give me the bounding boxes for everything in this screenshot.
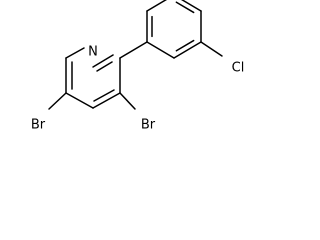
bond-c3-c4 xyxy=(92,92,121,109)
bond-c4-c5 xyxy=(65,92,94,109)
bond-ring2-c5-c6-inner xyxy=(175,39,195,52)
pyridine-ring xyxy=(65,47,121,109)
bond-ring2-c3-c4-inner xyxy=(175,1,195,14)
bond-c5-br xyxy=(48,92,67,110)
bond-ring2-c3-c4 xyxy=(180,0,202,12)
bond-ring2-c2-c3 xyxy=(146,0,168,12)
bond-c3-br xyxy=(119,92,136,110)
bond-n-c2 xyxy=(92,54,114,68)
atom-label-chlorine: Cl xyxy=(232,61,245,76)
bond-c3p-cl xyxy=(200,41,223,57)
atom-label-nitrogen: N xyxy=(88,45,98,60)
bond-ring2-c5-c6 xyxy=(173,41,202,59)
bond-c3-c4-inner xyxy=(93,89,115,102)
chlorophenyl-ring xyxy=(146,0,202,59)
bond-c2-c1prime xyxy=(119,41,148,59)
atom-label-bromine-3: Br xyxy=(141,118,156,133)
atom-label-bromine-5: Br xyxy=(31,118,46,133)
bond-ring2-c6-c1 xyxy=(146,41,175,59)
bond-n-c2-inner xyxy=(96,61,113,72)
molecule-diagram: N Cl Br Br xyxy=(31,0,245,133)
bond-c6-n xyxy=(65,47,85,59)
